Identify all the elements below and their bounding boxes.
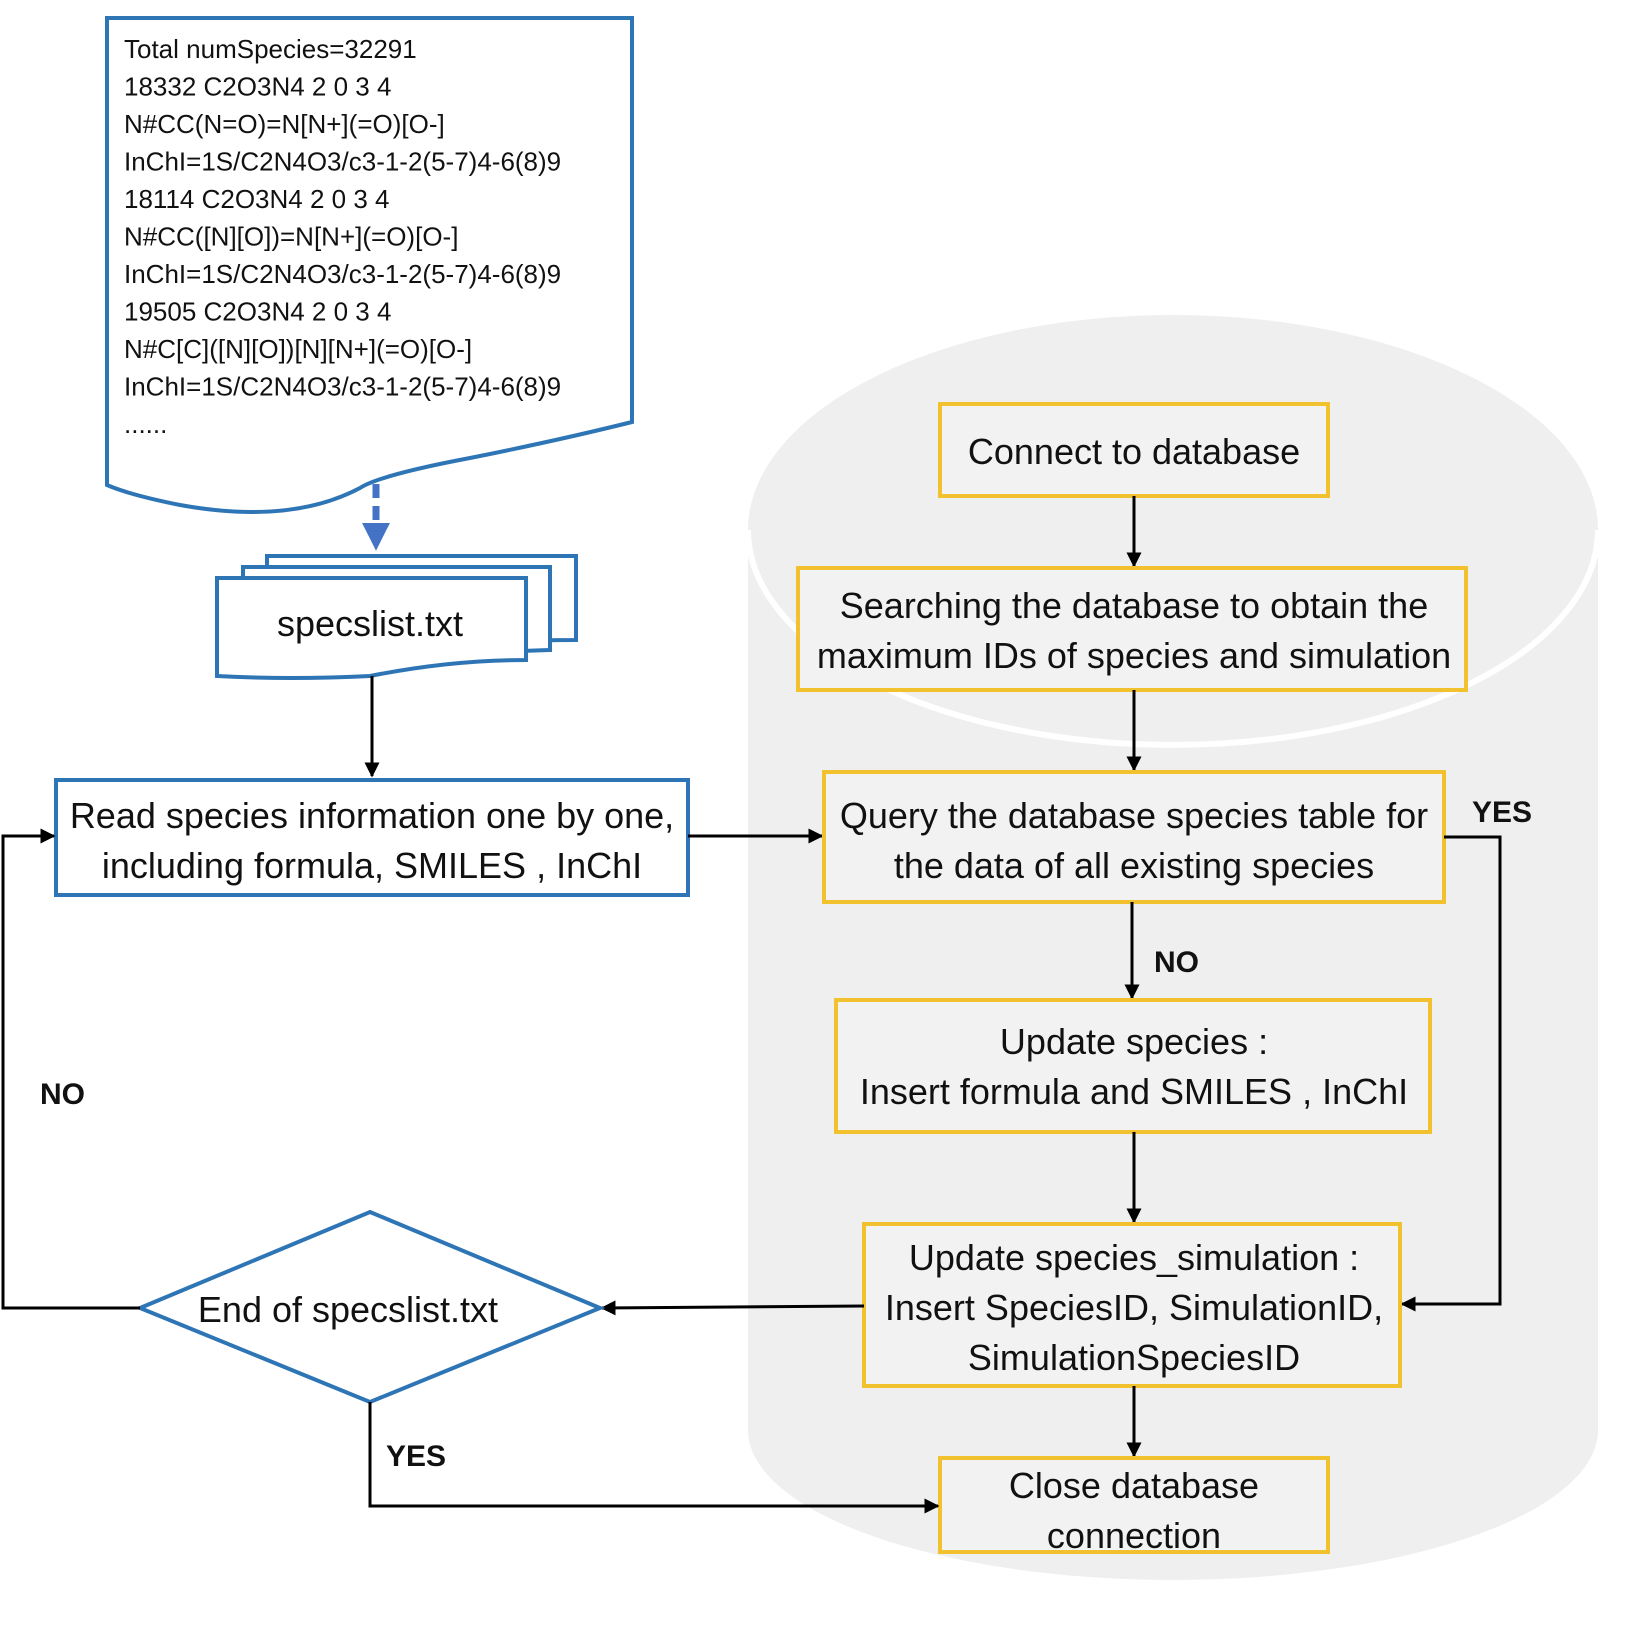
document-line: ...... (124, 409, 167, 439)
decision-label: End of specslist.txt (198, 1289, 498, 1330)
update-species-rect (834, 998, 1432, 1134)
search-line: Searching the database to obtain the (840, 585, 1428, 626)
close-line: connection (1047, 1515, 1221, 1556)
update-simulation-line: SimulationSpeciesID (968, 1337, 1300, 1378)
edge-label-end-yes: YES (386, 1440, 446, 1473)
update-simulation-box: Update species_simulation : Insert Specie… (862, 1222, 1402, 1388)
update-simulation-line: Insert SpeciesID, SimulationID, (885, 1287, 1383, 1328)
edge-label-end-no: NO (40, 1078, 85, 1111)
read-box-line: Read species information one by one, (70, 795, 674, 836)
search-line: maximum IDs of species and simulation (817, 635, 1451, 676)
arrow-sim-to-decision (600, 1300, 865, 1316)
query-line: Query the database species table for (840, 795, 1428, 836)
edge-label-query-yes: YES (1472, 796, 1532, 829)
document-line: 18114 C2O3N4 2 0 3 4 (124, 184, 389, 214)
read-box-line: including formula, SMILES , InChI (102, 845, 642, 886)
file-stack-label: specslist.txt (277, 603, 463, 644)
update-species-box: Update species : Insert formula and SMILE… (834, 998, 1432, 1134)
close-box: Close database connection (938, 1456, 1330, 1556)
file-stack: specslist.txt (215, 554, 578, 680)
search-box: Searching the database to obtain the maxi… (796, 566, 1468, 692)
document-line: N#CC(N=O)=N[N+](=O)[O-] (124, 109, 445, 139)
document-line: 18332 C2O3N4 2 0 3 4 (124, 72, 391, 102)
read-species-rect (54, 778, 690, 897)
connect-box: Connect to database (938, 402, 1330, 498)
arrow-end-yes (368, 1402, 940, 1514)
document-line: N#C[C]([N][O])[N][N+](=O)[O-] (124, 334, 472, 364)
update-species-line: Update species : (1000, 1021, 1268, 1062)
query-box: Query the database species table for the … (822, 770, 1446, 904)
connect-rect (938, 402, 1330, 498)
close-rect (938, 1456, 1330, 1554)
connect-line: Connect to database (968, 431, 1300, 472)
read-species-box: Read species information one by one, incl… (54, 778, 690, 897)
document-line: 19505 C2O3N4 2 0 3 4 (124, 297, 391, 327)
document-line: InChI=1S/C2N4O3/c3-1-2(5-7)4-6(8)9 (124, 372, 561, 402)
document-note: Total numSpecies=32291 18332 C2O3N4 2 0 3… (105, 16, 634, 515)
document-line: N#CC([N][O])=N[N+](=O)[O-] (124, 222, 458, 252)
arrow-query-yes (1400, 835, 1502, 1312)
document-line: InChI=1S/C2N4O3/c3-1-2(5-7)4-6(8)9 (124, 259, 561, 289)
close-line: Close database (1009, 1465, 1259, 1506)
document-shape (105, 16, 634, 515)
query-line: the data of all existing species (894, 845, 1374, 886)
search-rect (796, 566, 1468, 692)
arrow-end-no (1, 828, 140, 1310)
document-line: InChI=1S/C2N4O3/c3-1-2(5-7)4-6(8)9 (124, 147, 561, 177)
document-line: Total numSpecies=32291 (124, 34, 417, 64)
file-sheet-front (215, 576, 528, 680)
decision-diamond: End of specslist.txt (134, 1209, 606, 1405)
update-species-line: Insert formula and SMILES , InChI (860, 1071, 1408, 1112)
update-simulation-line: Update species_simulation : (909, 1237, 1359, 1278)
update-simulation-rect (862, 1222, 1402, 1388)
edge-label-query-no: NO (1154, 946, 1199, 979)
